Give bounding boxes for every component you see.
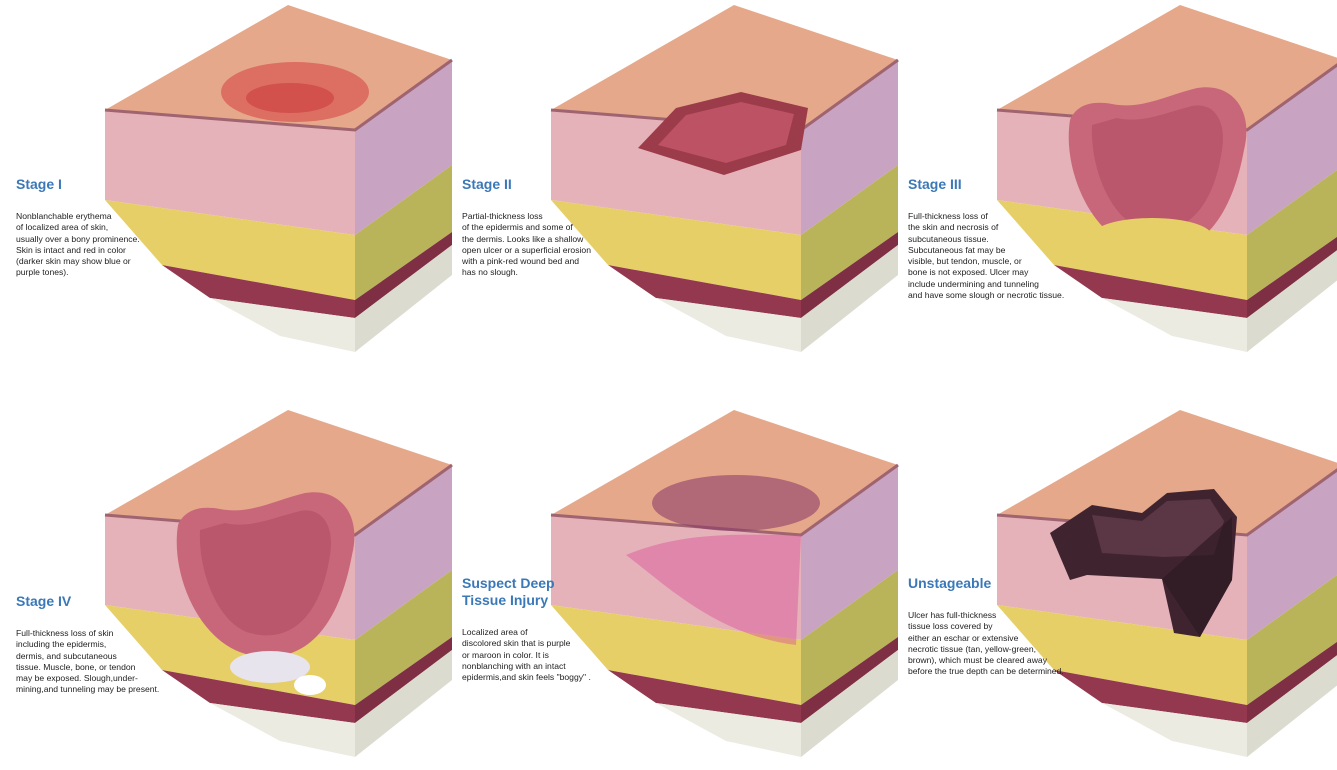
- stage-dti-panel: Suspect Deep Tissue Injury Localized are…: [446, 395, 891, 770]
- stage-description: Full-thickness loss of skin including th…: [16, 628, 236, 696]
- stage-description: Full-thickness loss of the skin and necr…: [908, 211, 1128, 301]
- stage-dti-label: Suspect Deep Tissue Injury Localized are…: [462, 575, 682, 683]
- stage-title: Stage III: [908, 176, 1128, 193]
- stage-1-label: Stage I Nonblanchable erythema of locali…: [16, 176, 236, 279]
- stage-description: Partial-thickness loss of the epidermis …: [462, 211, 682, 279]
- stage-4-illustration: [100, 395, 460, 770]
- stage-title: Stage IV: [16, 593, 236, 610]
- stage-4-label: Stage IV Full-thickness loss of skin inc…: [16, 593, 236, 696]
- stage-2-panel: Stage II Partial-thickness loss of the e…: [446, 0, 891, 375]
- stage-unstageable-panel: Unstageable Ulcer has full-thickness tis…: [892, 395, 1337, 770]
- stage-title: Suspect Deep Tissue Injury: [462, 575, 682, 609]
- stage-description: Localized area of discolored skin that i…: [462, 627, 682, 683]
- stage-1-panel: Stage I Nonblanchable erythema of locali…: [0, 0, 445, 375]
- stage-3-panel: Stage III Full-thickness loss of the ski…: [892, 0, 1337, 375]
- stage-unstageable-label: Unstageable Ulcer has full-thickness tis…: [908, 575, 1128, 678]
- stage-title: Stage I: [16, 176, 236, 193]
- stage-2-label: Stage II Partial-thickness loss of the e…: [462, 176, 682, 279]
- stage-title: Stage II: [462, 176, 682, 193]
- stage-3-label: Stage III Full-thickness loss of the ski…: [908, 176, 1128, 301]
- stage-description: Ulcer has full-thickness tissue loss cov…: [908, 610, 1128, 678]
- stage-title: Unstageable: [908, 575, 1128, 592]
- stage-description: Nonblanchable erythema of localized area…: [16, 211, 236, 279]
- stage-4-panel: Stage IV Full-thickness loss of skin inc…: [0, 395, 445, 770]
